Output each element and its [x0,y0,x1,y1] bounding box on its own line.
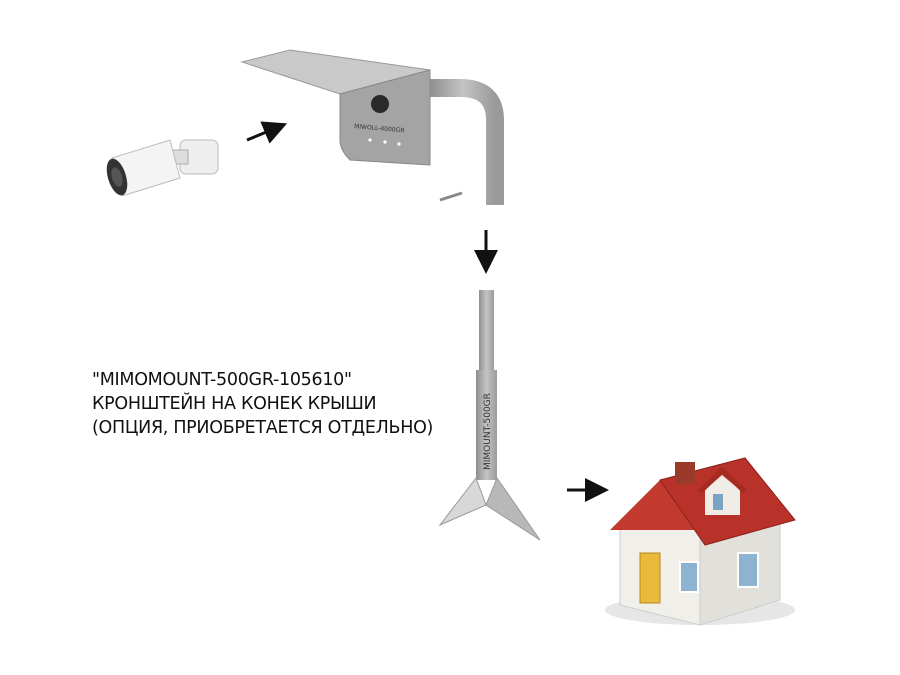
caption-description: КРОНШТЕЙН НА КОНЕК КРЫШИ [92,394,377,414]
ridge-mount-image: MIMOUNT-500GR [438,290,541,541]
product-caption: "MIMOMOUNT-500GR-105610" КРОНШТЕЙН НА КО… [92,368,433,440]
caption-note: (ОПЦИЯ, ПРИОБРЕТАЕТСЯ ОТДЕЛЬНО) [92,418,434,438]
wall-bracket-image: MIWOLL-4000GR [240,49,504,205]
arrow-right-1 [246,121,288,144]
wall-bracket-label: MIWOLL-4000GR [354,123,405,134]
ridge-mount-label: MIMOUNT-500GR [483,393,493,470]
caption-model: "MIMOMOUNT-500GR-105610" [92,370,352,390]
house-image [605,457,796,626]
camera-image [106,139,219,197]
